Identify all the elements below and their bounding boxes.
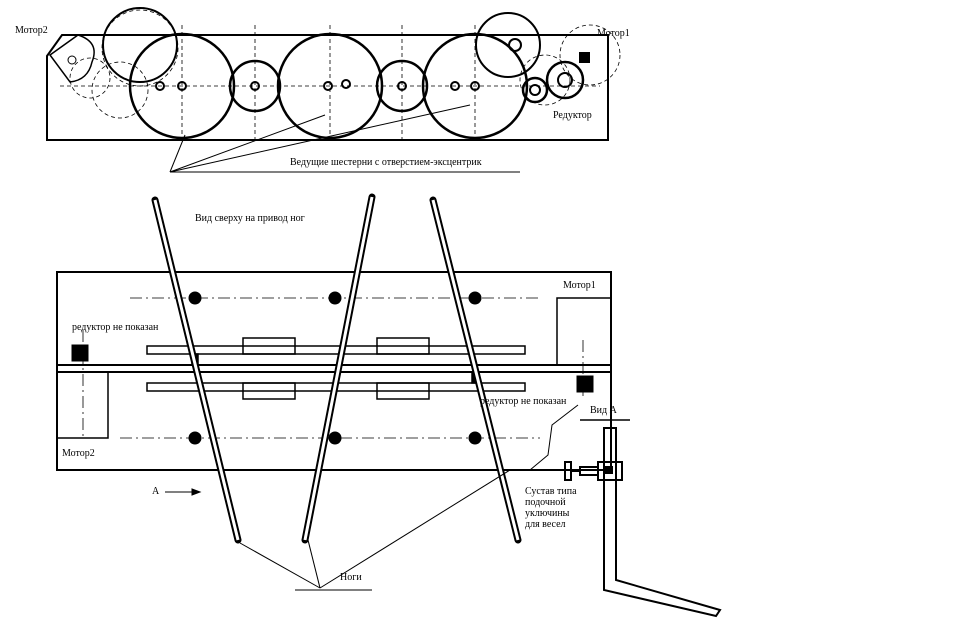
gear-pointer-arrows — [169, 104, 520, 173]
drive-plan-view — [56, 193, 612, 591]
legs — [151, 193, 522, 544]
legs-label: Ноги — [340, 572, 362, 583]
plan-view-title: Вид сверху на привод ног — [195, 213, 305, 224]
legs-inner — [153, 196, 520, 541]
joint-leader — [529, 404, 579, 471]
view-a-marker: А — [152, 486, 160, 497]
drive-gears — [128, 32, 585, 140]
motor1-label: Мотор1 — [563, 280, 596, 291]
leg-pivots — [188, 291, 482, 445]
leg-pointer-arrows — [239, 469, 511, 591]
motor1-box — [556, 297, 612, 366]
view-a-arrow — [165, 488, 202, 496]
joint-label: Сустав типа подочной уключины для весел — [525, 486, 577, 530]
view-a-leg — [564, 419, 722, 618]
motor2-box — [56, 371, 109, 439]
motor2-label-top: Мотор2 — [15, 25, 48, 36]
reducer-not-shown-right: редуктор не показан — [480, 396, 567, 407]
reducer-label: Редуктор — [553, 110, 592, 121]
drive-gears-label: Ведущие шестерни с отверстием-эксцентрик — [290, 157, 482, 168]
motor2-label: Мотор2 — [62, 448, 95, 459]
gearbox-top-view — [46, 7, 621, 173]
motor1-label-top: Мотор1 — [597, 28, 630, 39]
reducer-block-right — [576, 375, 594, 393]
view-a-title: Вид А — [590, 405, 617, 416]
reducer-block-left — [71, 344, 89, 362]
reducer-not-shown-left: редуктор не показан — [72, 322, 159, 333]
